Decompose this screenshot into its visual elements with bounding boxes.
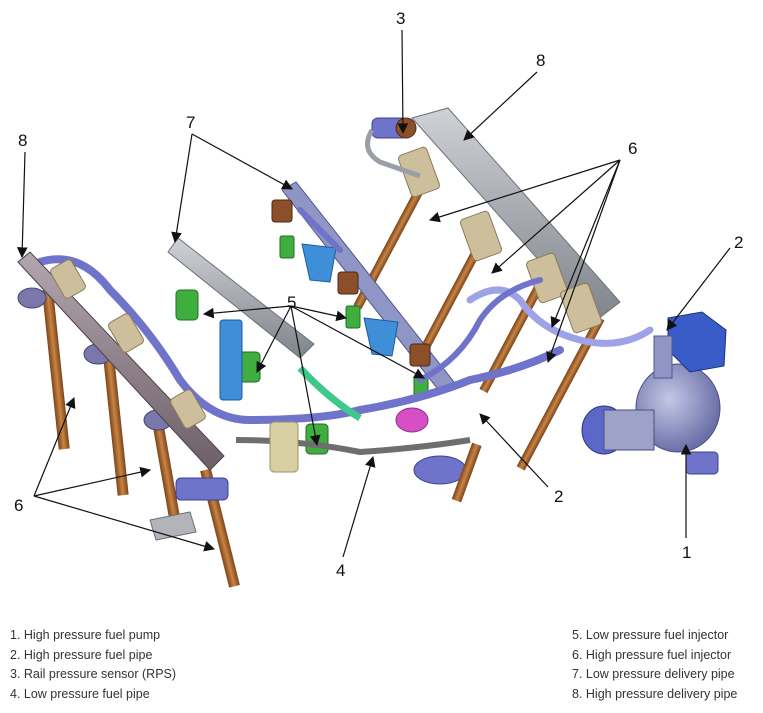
legend-item-3: 3. Rail pressure sensor (RPS) xyxy=(10,667,177,681)
callout-5: 5 xyxy=(287,293,296,312)
legend-item-2: 2. High pressure fuel pipe xyxy=(10,647,153,662)
legend-item-7: 7. Low pressure delivery pipe xyxy=(572,667,735,681)
legend-item-8: 8. High pressure delivery pipe xyxy=(572,686,738,701)
legend-right-column: 5. Low pressure fuel injector 6. High pr… xyxy=(572,626,737,704)
legend-item-4: 4. Low pressure fuel pipe xyxy=(10,686,150,701)
callout-8-right: 8 xyxy=(536,51,545,70)
right-high-pressure-rail-assembly xyxy=(353,107,621,471)
callout-6-lower: 6 xyxy=(14,496,23,515)
leader-lines xyxy=(16,29,731,558)
left-rail-injector-cups xyxy=(50,259,206,429)
legend-item-5: 5. Low pressure fuel injector xyxy=(572,628,729,642)
fuel-system-diagram: 1 2 2 3 4 5 6 6 7 8 8 xyxy=(14,9,743,588)
left-injector-caps xyxy=(17,287,173,431)
front-low-pressure-delivery-pipe xyxy=(167,237,329,455)
left-high-pressure-rail-assembly xyxy=(17,251,240,588)
callout-2-upper: 2 xyxy=(734,233,743,252)
callout-labels: 1 2 2 3 4 5 6 6 7 8 8 xyxy=(14,9,743,580)
high-pressure-fuel-pump xyxy=(581,311,727,475)
callout-4: 4 xyxy=(336,561,345,580)
callout-2-lower: 2 xyxy=(554,487,563,506)
right-rail-injector-cups xyxy=(398,146,602,334)
low-pressure-fuel-hoses xyxy=(36,207,654,424)
rear-low-pressure-delivery-pipe xyxy=(271,181,455,399)
legend-item-6: 6. High pressure fuel injector xyxy=(572,647,732,662)
callout-8-left: 8 xyxy=(18,131,27,150)
callout-6-upper: 6 xyxy=(628,139,637,158)
legend-left-column: 1. High pressure fuel pump 2. High press… xyxy=(10,626,176,704)
callout-1: 1 xyxy=(682,543,691,562)
callout-3: 3 xyxy=(396,9,405,28)
callout-7: 7 xyxy=(186,113,195,132)
legend-item-1: 1. High pressure fuel pump xyxy=(10,628,161,642)
low-pressure-fuel-pipe xyxy=(235,365,482,503)
